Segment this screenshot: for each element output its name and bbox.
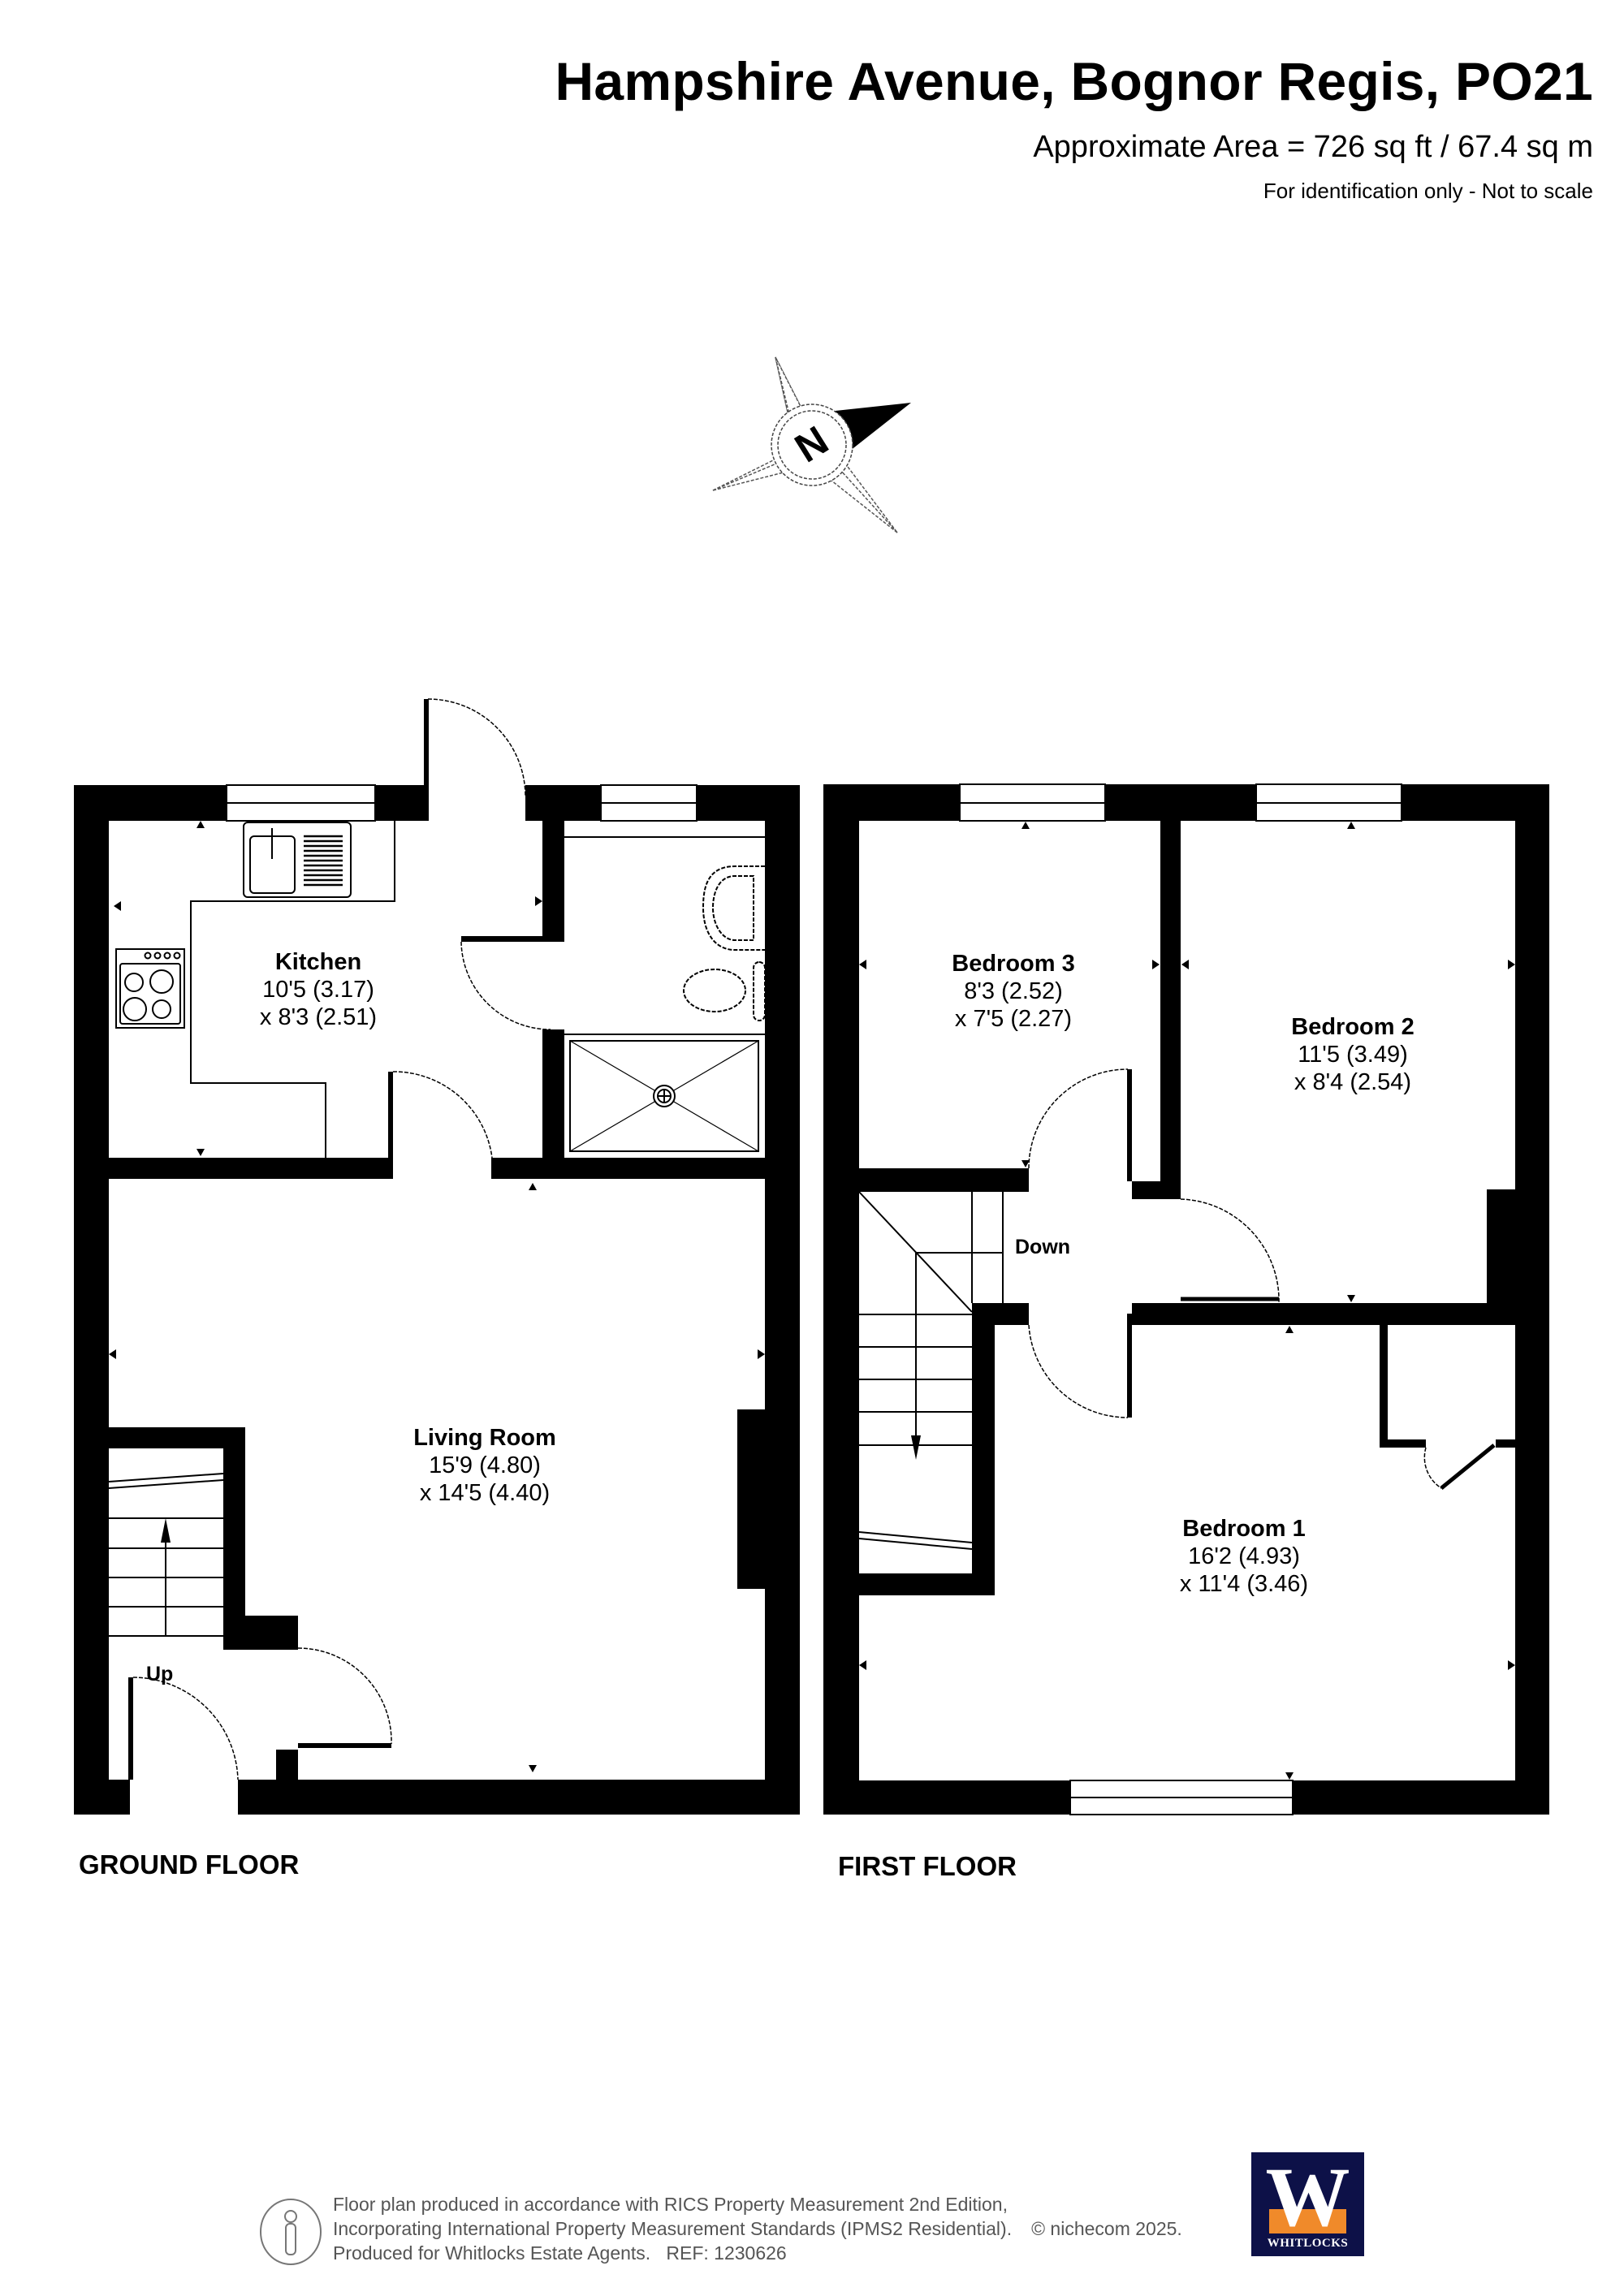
ground-floor-linework (108, 698, 766, 1780)
room-label-bedroom-2: Bedroom 2 11'5 (3.49) x 8'4 (2.54) (1291, 1013, 1414, 1096)
room-label-bedroom-3: Bedroom 3 8'3 (2.52) x 7'5 (2.27) (952, 950, 1074, 1033)
north-compass-icon: N (712, 356, 911, 533)
room-dimension: 15'9 (4.80) (429, 1452, 541, 1478)
first-floor-label: FIRST FLOOR (838, 1851, 1017, 1881)
first-floor-plan (823, 784, 1549, 1815)
room-dimension: 8'3 (2.52) (964, 978, 1063, 1004)
room-dimension: 16'2 (4.93) (1188, 1543, 1300, 1569)
room-dimension: x 11'4 (3.46) (1179, 1571, 1309, 1597)
stair-up-label: Up (146, 1663, 174, 1685)
property-title: Hampshire Avenue, Bognor Regis, PO21 (555, 51, 1593, 111)
ground-floor-measurement-markers (109, 821, 765, 1772)
room-dimension: x 7'5 (2.27) (954, 1006, 1073, 1032)
reference-number: REF: 1230626 (666, 2242, 787, 2264)
room-name: Kitchen (274, 949, 362, 975)
footer-line-2: Incorporating International Property Mea… (333, 2218, 1182, 2239)
room-dimension: 10'5 (3.17) (262, 977, 374, 1003)
ground-floor-plan (74, 699, 800, 1815)
logo-letter: W (1265, 2151, 1350, 2244)
room-name: Living Room (413, 1425, 556, 1451)
room-dimension: x 8'4 (2.54) (1294, 1069, 1412, 1095)
first-floor-measurement-markers (859, 822, 1515, 1780)
room-name: Bedroom 2 (1291, 1014, 1415, 1040)
ground-floor-label: GROUND FLOOR (79, 1849, 300, 1880)
logo-brand-name: WHITLOCKS (1267, 2237, 1349, 2250)
footer-line-1: Floor plan produced in accordance with R… (333, 2194, 1008, 2215)
room-label-kitchen: Kitchen 10'5 (3.17) x 8'3 (2.51) (260, 948, 377, 1031)
room-dimension: x 14'5 (4.40) (419, 1480, 551, 1506)
room-dimension: x 8'3 (2.51) (259, 1004, 378, 1030)
first-floor-linework (858, 783, 1496, 1815)
ipms-person-icon (260, 2199, 322, 2265)
footer-credits: Floor plan produced in accordance with R… (333, 2192, 1182, 2265)
stair-down-label: Down (1015, 1236, 1071, 1258)
room-name: Bedroom 1 (1182, 1516, 1306, 1542)
copyright: © nichecom 2025. (1031, 2218, 1182, 2239)
room-label-bedroom-1: Bedroom 1 16'2 (4.93) x 11'4 (3.46) (1180, 1515, 1308, 1598)
logo-orange-bar (1269, 2209, 1346, 2233)
whitlocks-logo: W WHITLOCKS (1251, 2152, 1364, 2256)
room-name: Bedroom 3 (952, 951, 1075, 977)
scale-disclaimer: For identification only - Not to scale (1263, 179, 1593, 203)
room-label-living-room: Living Room 15'9 (4.80) x 14'5 (4.40) (413, 1424, 556, 1507)
approximate-area: Approximate Area = 726 sq ft / 67.4 sq m (1033, 130, 1593, 164)
room-dimension: 11'5 (3.49) (1298, 1042, 1408, 1068)
footer-line-3: Produced for Whitlocks Estate Agents. RE… (333, 2242, 787, 2264)
